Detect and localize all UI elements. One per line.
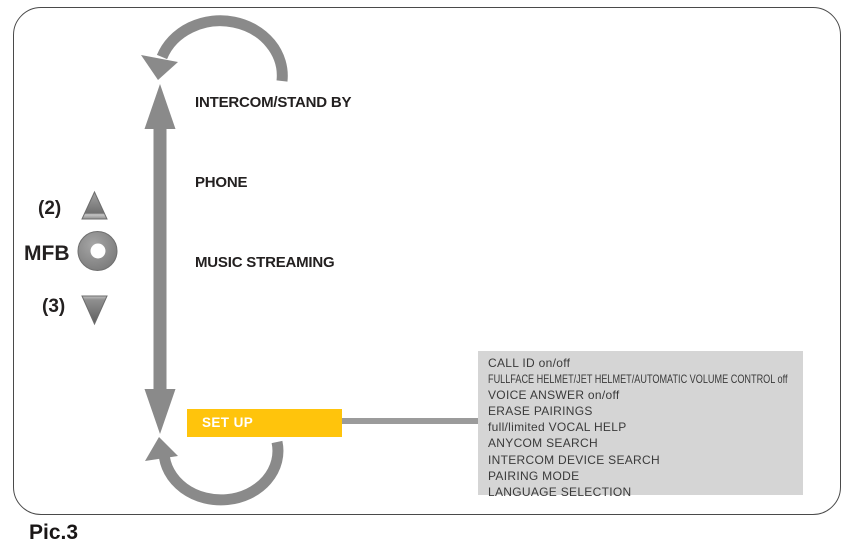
submenu-item: ANYCOM SEARCH (488, 436, 598, 451)
menu-scroll-double-arrow-icon (144, 84, 176, 434)
menu-item-setup-label: SET UP (202, 415, 254, 430)
submenu-item: CALL ID on/off (488, 356, 571, 370)
submenu-item: PAIRING MODE (488, 468, 580, 483)
setup-submenu-panel: CALL ID on/off FULLFACE HELMET/JET HELME… (478, 351, 803, 499)
setup-connector-line (342, 418, 478, 424)
loop-arrow-bottom-icon (145, 437, 284, 506)
submenu-item: FULLFACE HELMET/JET HELMET/AUTOMATIC VOL… (488, 372, 788, 387)
menu-item-setup-highlight: SET UP (187, 409, 342, 437)
submenu-item: VOICE ANSWER on/off (488, 388, 620, 403)
press-three-times-label: (3) (42, 296, 66, 317)
menu-item-intercom-standby: INTERCOM/STAND BY (195, 94, 352, 111)
menu-item-phone: PHONE (195, 174, 248, 191)
volume-up-triangle-icon (81, 190, 108, 220)
menu-item-music-streaming: MUSIC STREAMING (195, 254, 335, 271)
volume-down-triangle-icon (81, 295, 108, 326)
submenu-item: INTERCOM DEVICE SEARCH (488, 452, 660, 467)
mfb-label: MFB (24, 242, 70, 265)
submenu-item: full/limited VOCAL HELP (488, 420, 627, 435)
press-twice-label: (2) (38, 198, 62, 219)
submenu-item: ERASE PAIRINGS (488, 404, 593, 419)
mfb-button-icon (77, 231, 118, 271)
submenu-item: LANGUAGE SELECTION (488, 484, 632, 499)
loop-arrow-top-icon (141, 15, 288, 82)
figure-caption: Pic.3 (29, 521, 79, 544)
